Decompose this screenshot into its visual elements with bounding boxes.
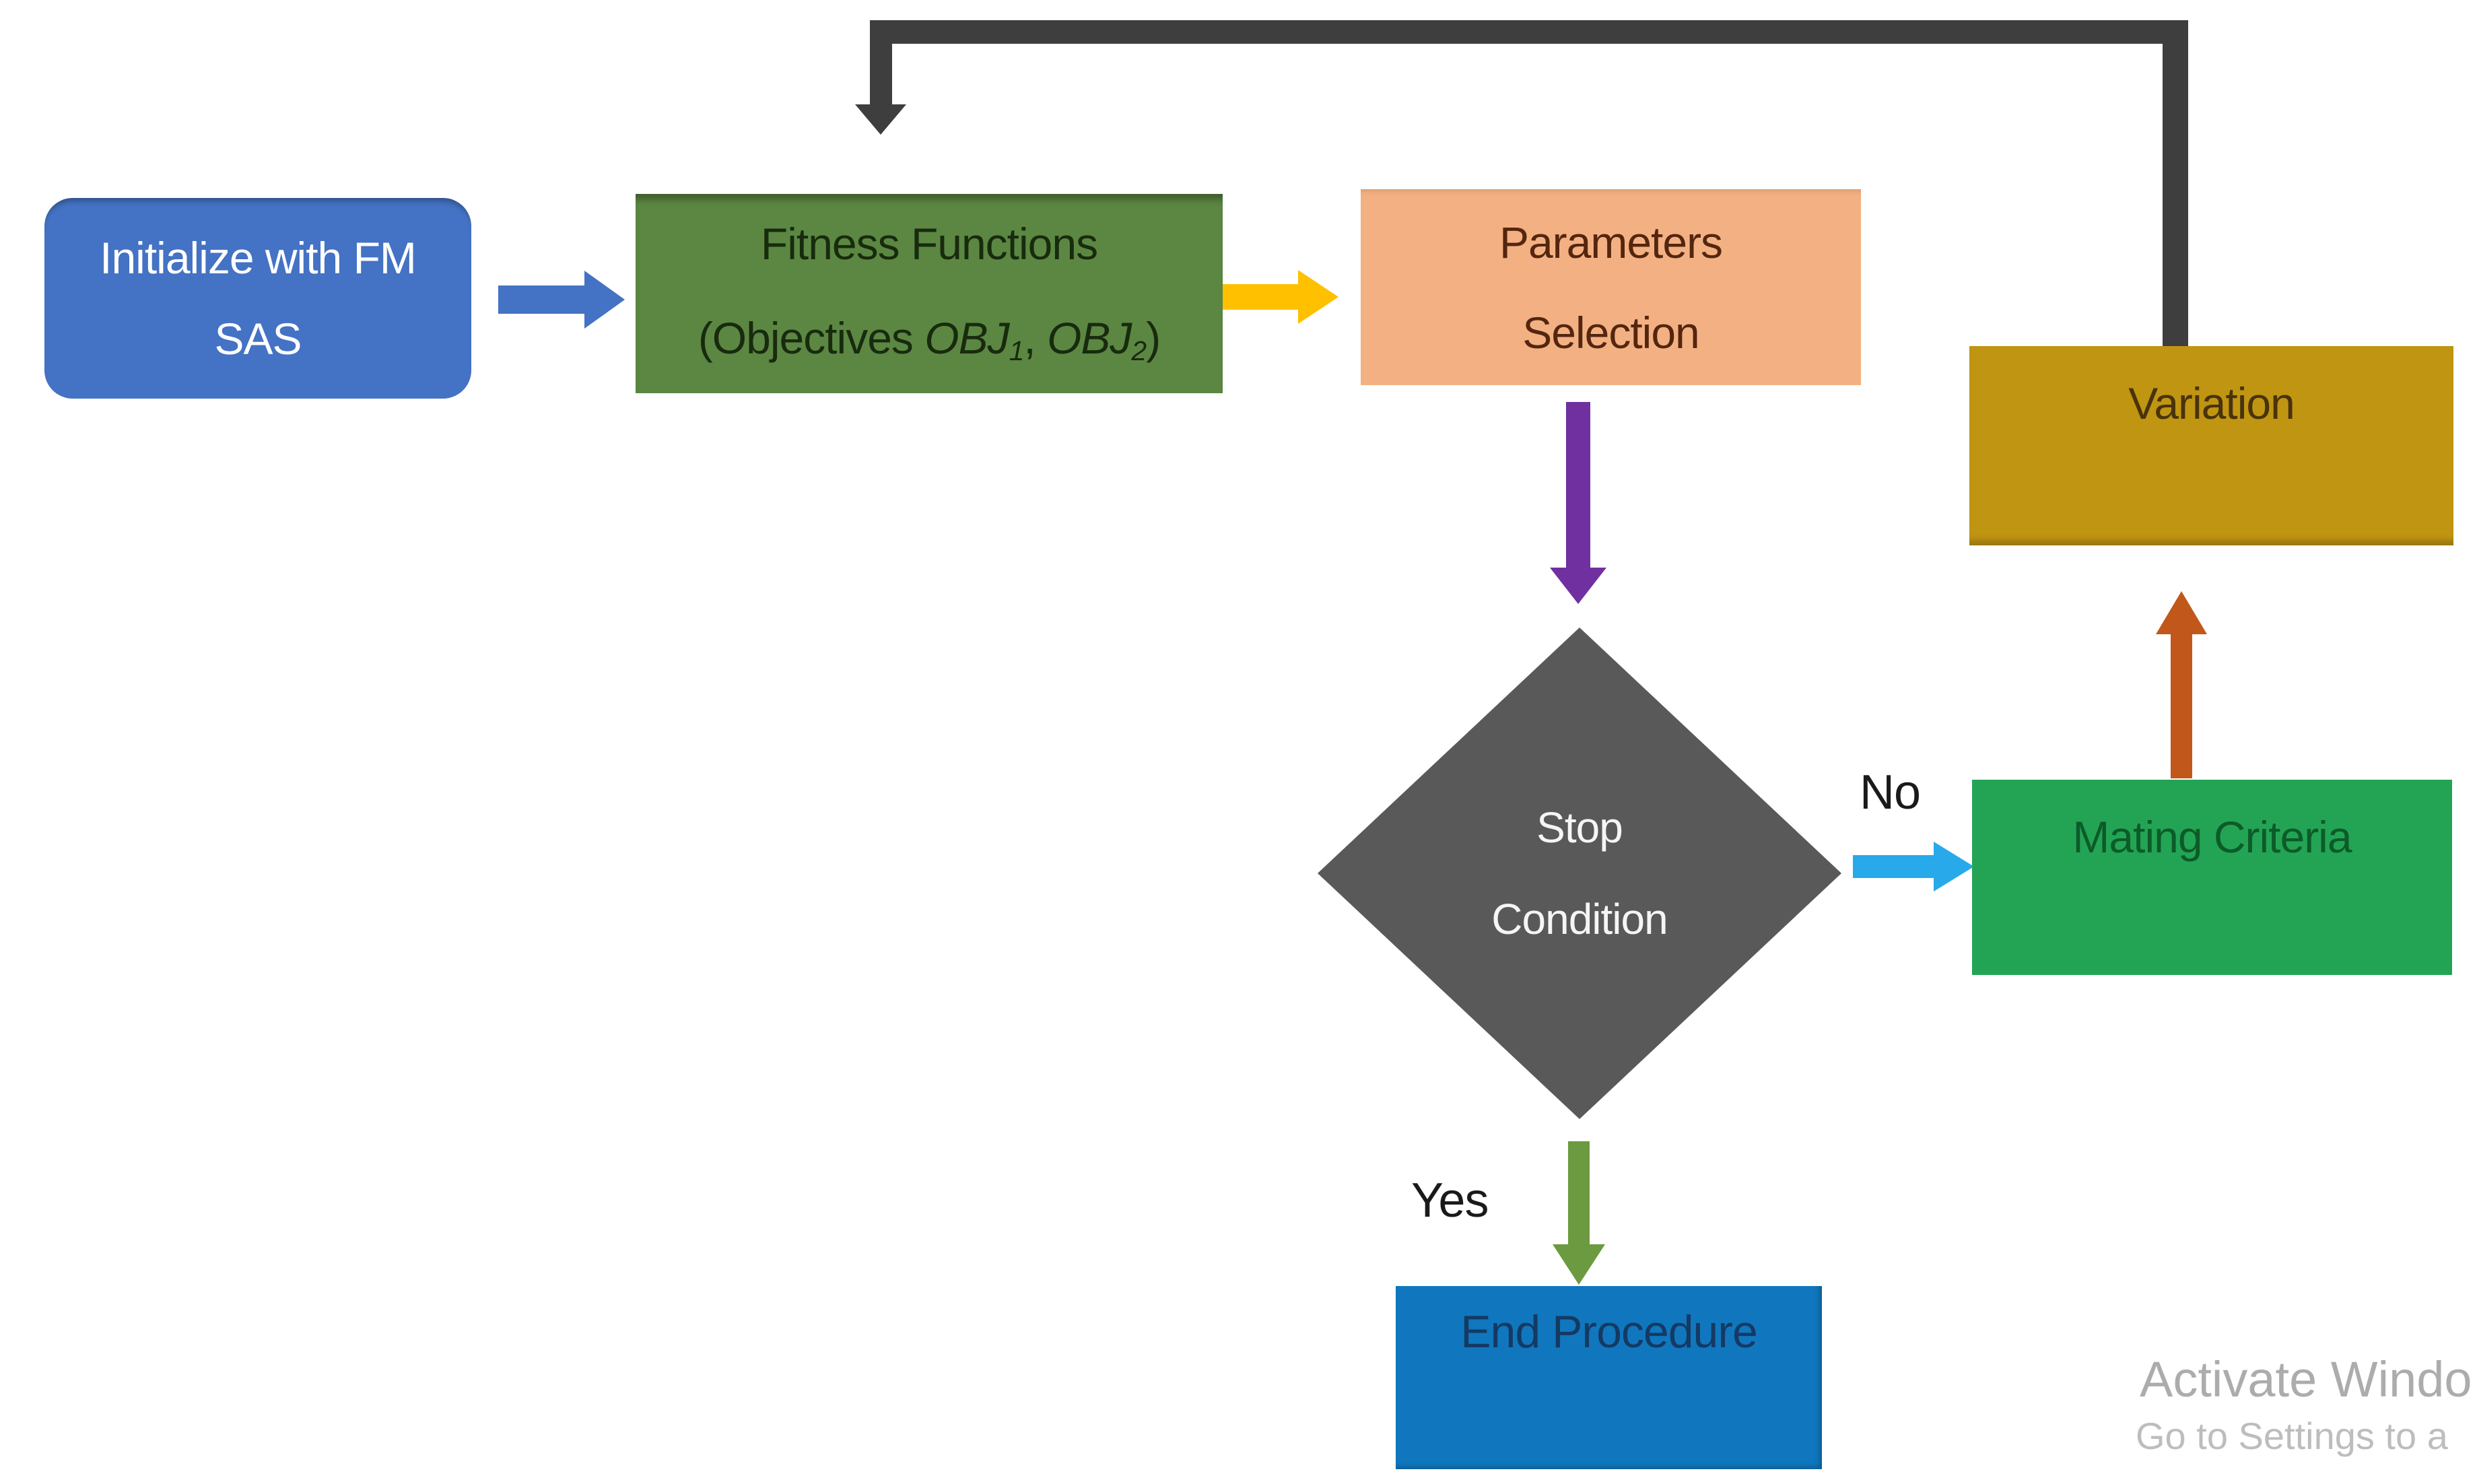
branch-label-yes: Yes <box>1411 1174 1489 1227</box>
end-procedure-label: End Procedure <box>1460 1306 1758 1357</box>
fitness-label-line1: Fitness Functions <box>760 219 1098 269</box>
fitness-objectives-comma: , <box>1023 313 1048 364</box>
stop-condition-label-line1: Stop <box>1536 803 1623 852</box>
branch-label-no: No <box>1860 766 1921 819</box>
parameters-label-line2: Selection <box>1522 307 1700 358</box>
arrow-params-to-stop <box>1550 402 1606 604</box>
fitness-objectives-line: (Objectives OBJ1, OBJ2) <box>698 313 1161 367</box>
node-parameters-selection: Parameters Selection <box>1361 189 1861 385</box>
fitness-objectives-prefix: (Objectives <box>698 313 925 364</box>
activate-windows-watermark-line2: Go to Settings to a <box>2136 1415 2448 1457</box>
initialize-label-line1: Initialize with FM <box>100 233 417 283</box>
node-mating-criteria: Mating Criteria <box>1972 780 2452 975</box>
initialize-label-line2: SAS <box>214 314 302 364</box>
arrow-fitness-to-params <box>1221 270 1338 324</box>
arrow-mating-to-variation <box>2156 591 2207 778</box>
node-fitness-functions: Fitness Functions (Objectives OBJ1, OBJ2… <box>636 194 1223 393</box>
fitness-obj1-subscript: 1 <box>1009 335 1025 367</box>
fitness-obj1: OBJ <box>924 313 1009 364</box>
fitness-objectives-suffix: ) <box>1146 313 1161 364</box>
node-variation: Variation <box>1969 346 2453 545</box>
arrow-stop-to-end-yes <box>1553 1141 1605 1285</box>
arrow-stop-to-mating-no <box>1853 842 1974 891</box>
activate-windows-watermark-line1: Activate Windo <box>2140 1351 2472 1407</box>
fitness-obj2-subscript: 2 <box>1131 335 1147 367</box>
arrow-init-to-fitness <box>498 271 625 329</box>
parameters-label-line1: Parameters <box>1499 217 1723 267</box>
node-end-procedure: End Procedure <box>1396 1286 1822 1469</box>
mating-criteria-label: Mating Criteria <box>2072 812 2352 862</box>
stop-condition-label-line2: Condition <box>1491 895 1668 943</box>
fitness-obj2: OBJ <box>1047 313 1132 364</box>
node-initialize: Initialize with FM SAS <box>44 198 471 399</box>
variation-label: Variation <box>2128 378 2295 428</box>
